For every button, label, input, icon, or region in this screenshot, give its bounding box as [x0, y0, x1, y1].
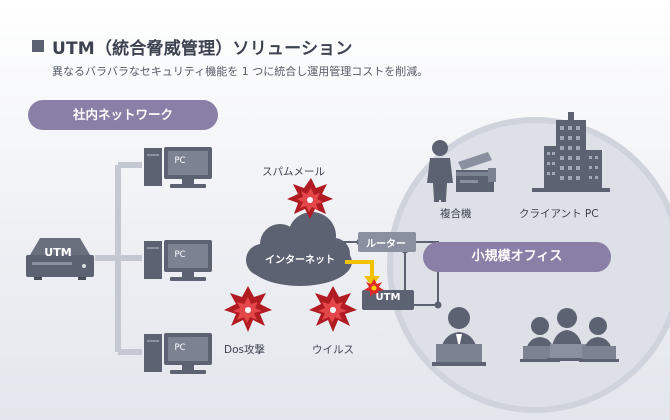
office-section-label: 小規模オフィス	[423, 242, 611, 272]
link-node	[434, 301, 442, 309]
blocked-burst-icon	[364, 279, 384, 297]
page-title: UTM（統合脅威管理）ソリューション	[52, 39, 353, 59]
dos-threat-icon	[224, 286, 272, 332]
page-subtitle: 異なるバラバラなセキュリティ機能を 1 つに統合し運用管理コストを削減。	[52, 65, 429, 78]
internet-cloud-icon	[246, 212, 352, 286]
office-worker-icon	[432, 307, 486, 366]
pc-icon	[144, 240, 212, 281]
copier-label: 複合機	[440, 208, 472, 220]
pc-label: PC	[174, 156, 186, 166]
lan-section-label: 社内ネットワーク	[28, 100, 218, 130]
internet-label: インターネット	[265, 255, 335, 266]
client-pc-label: クライアント PC	[519, 208, 599, 220]
spam-threat-icon	[287, 178, 333, 219]
dos-label: Dos攻撃	[224, 344, 265, 356]
spam-label: スパムメール	[262, 166, 325, 178]
virus-label: ウイルス	[312, 344, 354, 356]
title-bullet	[32, 40, 44, 52]
pc-label: PC	[174, 343, 186, 353]
copier-icon	[456, 152, 496, 192]
pc-icon	[144, 333, 212, 374]
utm-small-box	[362, 290, 414, 310]
building-windows	[547, 126, 598, 180]
utm-device-label: UTM	[44, 246, 72, 259]
team-members-icon	[520, 308, 619, 362]
router-label: ルーター	[366, 239, 406, 250]
pc-label: PC	[174, 250, 186, 260]
pc-icon	[144, 147, 212, 188]
lan-wiring	[95, 162, 142, 355]
utm-device-icon	[26, 238, 94, 280]
virus-threat-icon	[309, 286, 357, 332]
router-box	[358, 232, 416, 252]
threat-block-arrow-icon	[345, 260, 380, 287]
standing-person-icon	[427, 140, 453, 202]
office-utm-label: UTM	[375, 292, 401, 303]
